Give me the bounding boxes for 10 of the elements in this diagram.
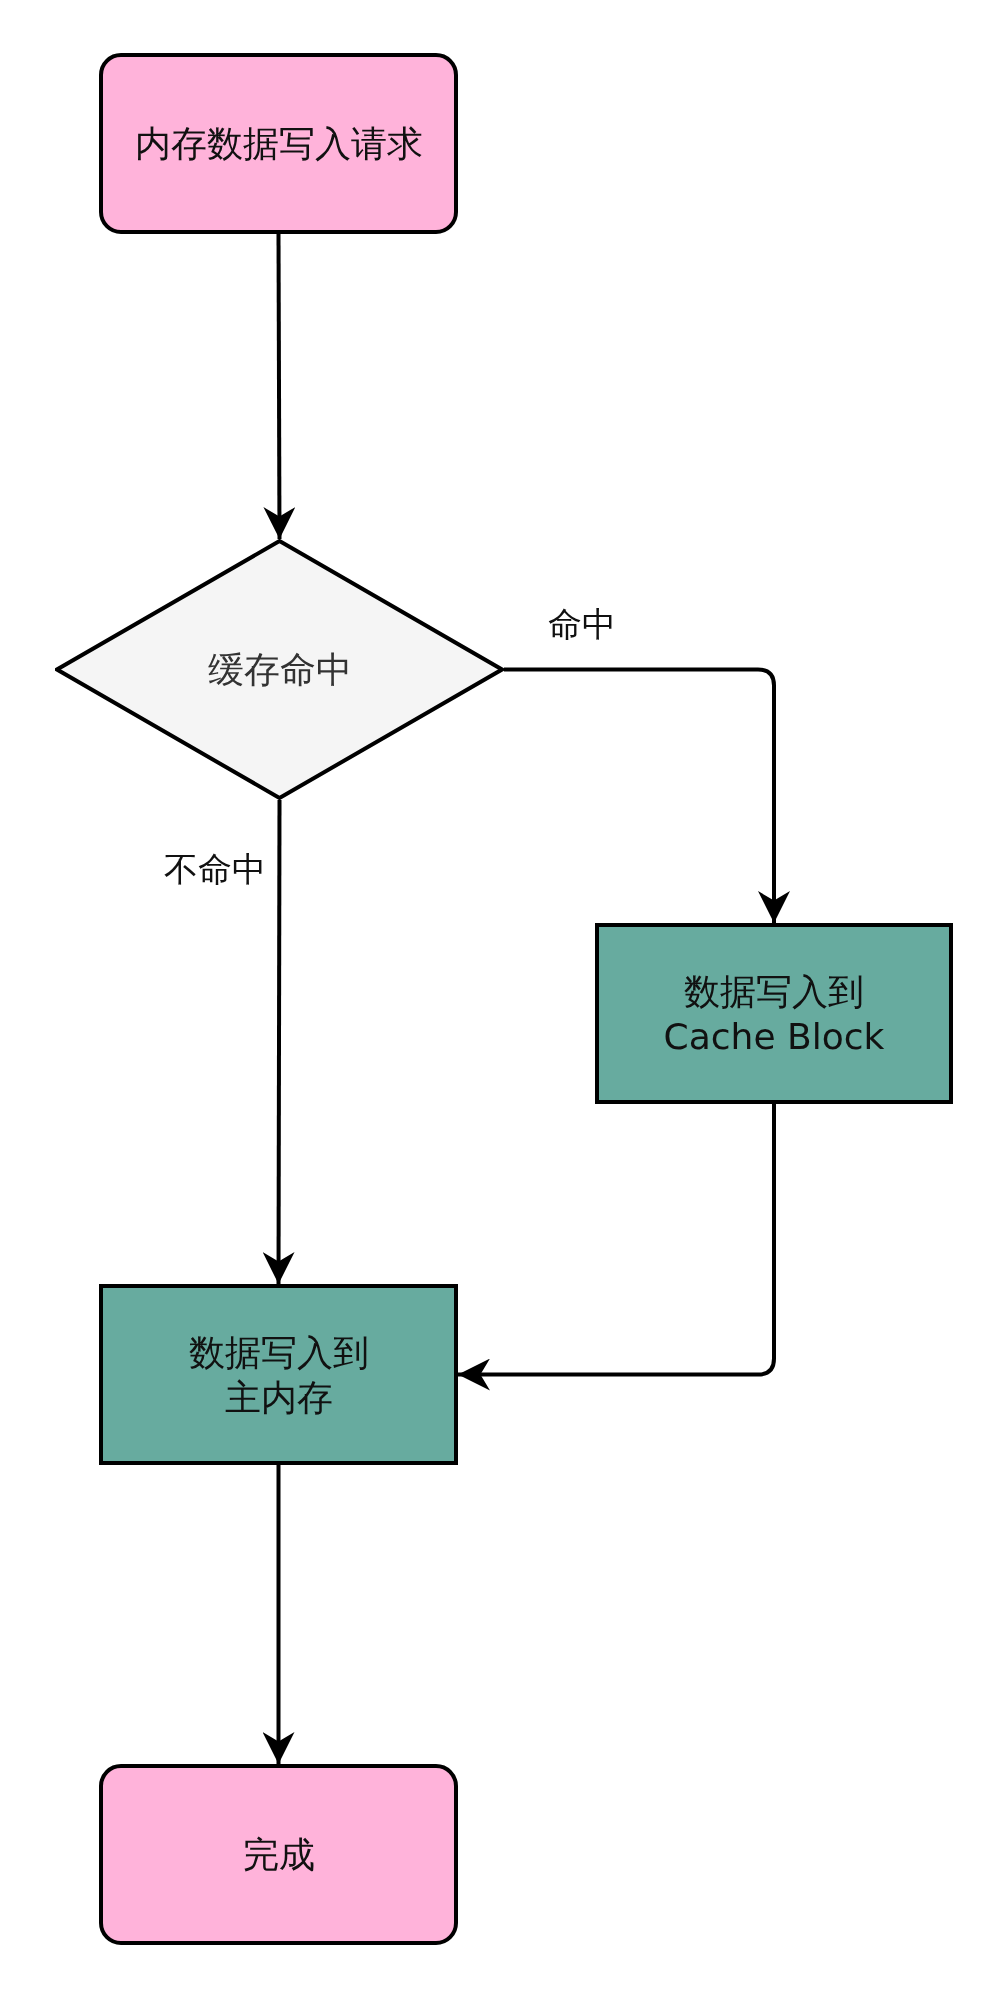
terminal-box: 完成 [99, 1764, 458, 1945]
arrow [458, 1104, 776, 1391]
terminal-box: 内存数据写入请求 [99, 53, 458, 234]
arrow [504, 667, 790, 923]
process-box: 数据写入到 Cache Block [595, 923, 953, 1104]
decision-diamond: 缓存命中 [55, 539, 504, 800]
arrow [262, 800, 295, 1284]
arrow [263, 234, 296, 539]
arrow [262, 1465, 295, 1764]
process-box: 数据写入到主内存 [99, 1284, 458, 1465]
